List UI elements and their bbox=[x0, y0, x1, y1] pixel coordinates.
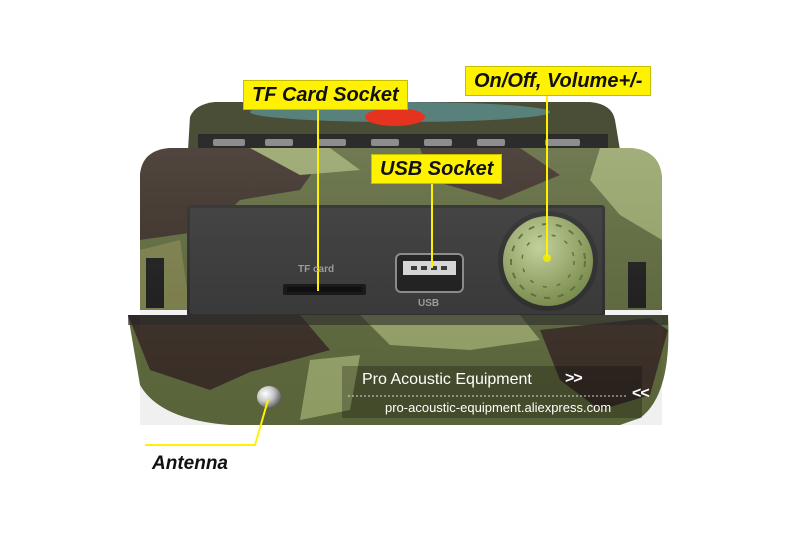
watermark-arrows-right: >> bbox=[565, 370, 583, 387]
brand-watermark-url: pro-acoustic-equipment.aliexpress.com bbox=[385, 400, 612, 415]
power-volume-label: On/Off, Volume+/- bbox=[465, 66, 652, 96]
brand-watermark-name: Pro Acoustic Equipment bbox=[362, 371, 532, 388]
usb-panel-text: USB bbox=[418, 298, 440, 309]
tf-card-panel-text: TF card bbox=[298, 264, 335, 275]
tf-card-socket-label: TF Card Socket bbox=[243, 80, 408, 110]
watermark-arrows-left: << bbox=[632, 385, 650, 402]
antenna-label: Antenna bbox=[152, 453, 228, 474]
usb-socket-label: USB Socket bbox=[371, 154, 503, 184]
